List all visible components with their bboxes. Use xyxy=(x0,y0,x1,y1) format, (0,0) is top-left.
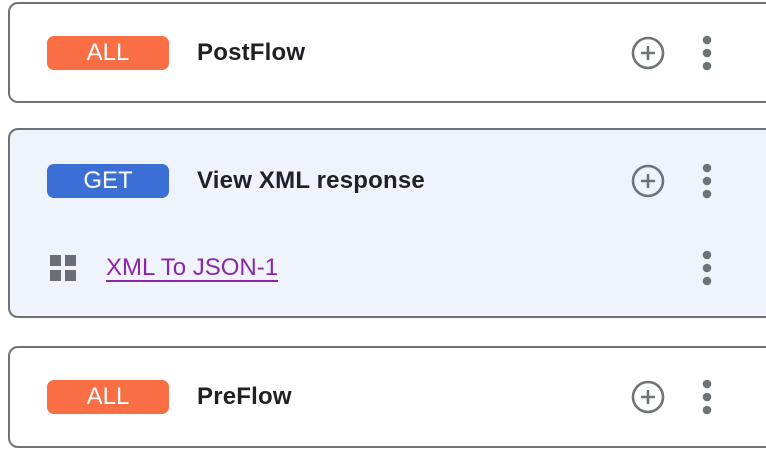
kebab-menu-icon xyxy=(700,163,714,202)
flow-title: PostFlow xyxy=(197,38,306,66)
method-badge: GET xyxy=(47,164,169,198)
method-badge: ALL xyxy=(47,380,169,414)
policy-grid-icon xyxy=(50,255,76,281)
add-policy-button[interactable] xyxy=(631,164,665,198)
add-policy-button[interactable] xyxy=(631,380,665,414)
flow-card-view-xml-response: GET View XML response xyxy=(8,128,766,318)
kebab-menu-icon xyxy=(700,379,714,418)
flow-row-view-xml-response[interactable]: GET View XML response xyxy=(10,130,766,232)
flow-row-preflow[interactable]: ALL PreFlow xyxy=(10,348,766,446)
kebab-menu-icon xyxy=(700,35,714,74)
add-circle-icon xyxy=(631,164,665,201)
flow-row-postflow[interactable]: ALL PostFlow xyxy=(10,4,766,101)
more-options-button[interactable] xyxy=(700,163,714,199)
more-options-button[interactable] xyxy=(700,379,714,415)
flow-card-preflow: ALL PreFlow xyxy=(8,346,766,448)
add-circle-icon xyxy=(631,380,665,417)
policy-link[interactable]: XML To JSON-1 xyxy=(106,254,279,281)
method-badge: ALL xyxy=(47,35,169,70)
policy-more-options-button[interactable] xyxy=(700,250,714,286)
flow-title: PreFlow xyxy=(197,383,292,410)
more-options-button[interactable] xyxy=(700,35,714,71)
flow-card-postflow: ALL PostFlow xyxy=(8,2,766,103)
add-circle-icon xyxy=(631,36,665,73)
policy-row: XML To JSON-1 xyxy=(10,232,766,304)
flow-title: View XML response xyxy=(197,167,425,194)
kebab-menu-icon xyxy=(700,250,714,289)
add-policy-button[interactable] xyxy=(631,36,665,70)
